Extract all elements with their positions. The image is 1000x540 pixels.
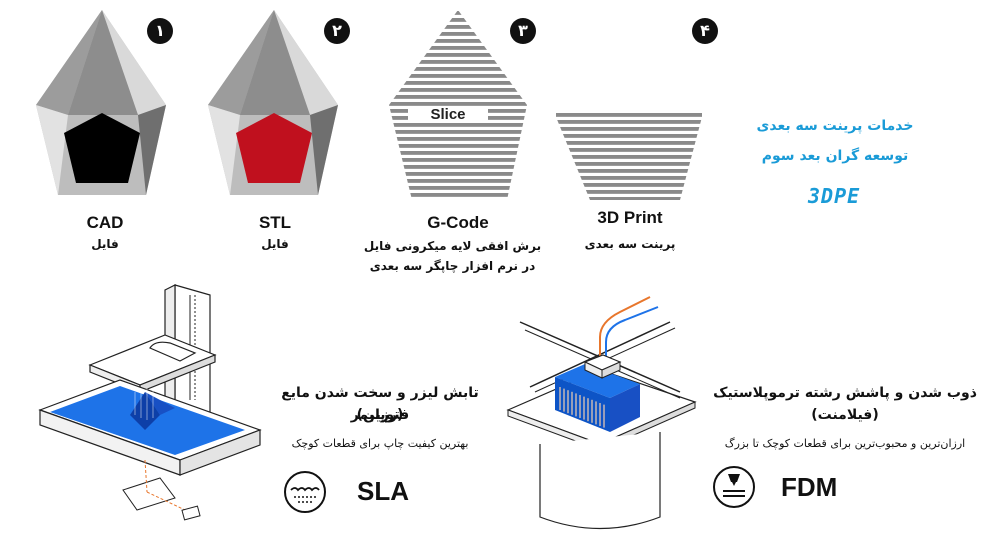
slice-layer bbox=[389, 53, 527, 57]
sla-process-icon bbox=[284, 471, 326, 513]
slice-layer bbox=[556, 113, 702, 117]
slice-layer bbox=[389, 46, 527, 50]
step-title-3dprint: 3D Print bbox=[597, 208, 663, 227]
step-number-1: ١ bbox=[147, 18, 173, 44]
slice-layer bbox=[389, 151, 527, 155]
fdm-title-line-1: ذوب شدن و پاشش رشته ترموپلاستیک bbox=[713, 385, 977, 401]
cad-gem-illustration bbox=[36, 10, 166, 195]
step-subtitle-gcode-1: برش افقی لایه میکرونی فایل bbox=[363, 239, 542, 253]
slice-layer bbox=[389, 32, 527, 36]
slice-layer bbox=[389, 39, 527, 43]
slice-layer bbox=[389, 60, 527, 64]
sla-title-line-1: تابش لیزر و سخت شدن مایع فتوپلیمر bbox=[281, 385, 479, 423]
slice-layer bbox=[556, 134, 702, 138]
slice-layer bbox=[556, 127, 702, 131]
slice-layer bbox=[389, 158, 527, 162]
slice-layer bbox=[556, 155, 702, 159]
slice-layer bbox=[389, 67, 527, 71]
slice-layer bbox=[389, 186, 527, 190]
slice-layer bbox=[372, 200, 542, 204]
slice-layer bbox=[556, 120, 702, 124]
fdm-title-line-2: (فیلامنت) bbox=[811, 407, 879, 423]
slice-layer bbox=[556, 148, 702, 152]
sla-title-line-2: (رزین) bbox=[356, 407, 404, 423]
sla-printer-illustration bbox=[38, 284, 262, 521]
fdm-process-icon bbox=[713, 466, 755, 508]
slice-layer bbox=[389, 81, 527, 85]
slice-layer bbox=[389, 74, 527, 78]
sla-label: SLA bbox=[357, 476, 409, 506]
slice-layer bbox=[389, 88, 527, 92]
slice-layer bbox=[389, 95, 527, 99]
slice-layer bbox=[556, 197, 702, 200]
stl-gem-illustration bbox=[208, 10, 338, 195]
step-title-cad: CAD bbox=[86, 213, 124, 232]
slice-layer bbox=[389, 11, 527, 15]
fdm-printer-illustration bbox=[506, 296, 697, 530]
slice-layer bbox=[556, 141, 702, 145]
step-number-2: ٢ bbox=[324, 18, 350, 44]
slice-layer bbox=[389, 137, 527, 141]
slice-layer bbox=[389, 130, 527, 134]
slice-layer bbox=[389, 172, 527, 176]
step-subtitle-stl: فایل bbox=[261, 237, 289, 251]
step-number-3: ٣ bbox=[510, 18, 536, 44]
slice-layer bbox=[556, 176, 702, 180]
fdm-label: FDM bbox=[781, 472, 838, 502]
step-title-gcode: G-Code bbox=[427, 213, 489, 232]
slice-label: Slice bbox=[408, 106, 488, 123]
slice-layer bbox=[389, 193, 527, 197]
slice-layer bbox=[556, 183, 702, 187]
slice-layer bbox=[389, 165, 527, 169]
brand-line-1: خدمات پرینت سه بعدی bbox=[756, 118, 914, 134]
slice-layer bbox=[556, 190, 702, 194]
step-subtitle-3dprint: پرینت سه بعدی bbox=[584, 237, 676, 251]
slice-layer bbox=[389, 123, 527, 127]
fdm-subtitle: ارزان‌ترین و محبوب‌ترین برای قطعات کوچک … bbox=[724, 437, 966, 450]
brand-line-2: توسعه گران بعد سوم bbox=[761, 148, 909, 164]
step-title-stl: STL bbox=[258, 213, 292, 232]
step-number-4: ۴ bbox=[692, 18, 718, 44]
slice-layer bbox=[389, 179, 527, 183]
brand-logo: 3DPE bbox=[808, 184, 861, 208]
print-partial-illustration bbox=[556, 113, 702, 200]
slice-layer bbox=[389, 25, 527, 29]
sla-subtitle: بهترین کیفیت چاپ برای قطعات کوچک bbox=[291, 437, 469, 450]
slice-layer bbox=[556, 169, 702, 173]
slice-layer bbox=[389, 102, 527, 106]
slice-layer bbox=[389, 144, 527, 148]
step-subtitle-gcode-2: در نرم افزار چاپگر سه بعدی bbox=[369, 259, 536, 273]
step-subtitle-cad: فایل bbox=[91, 237, 119, 251]
slice-layer bbox=[389, 18, 527, 22]
slice-layer bbox=[556, 162, 702, 166]
